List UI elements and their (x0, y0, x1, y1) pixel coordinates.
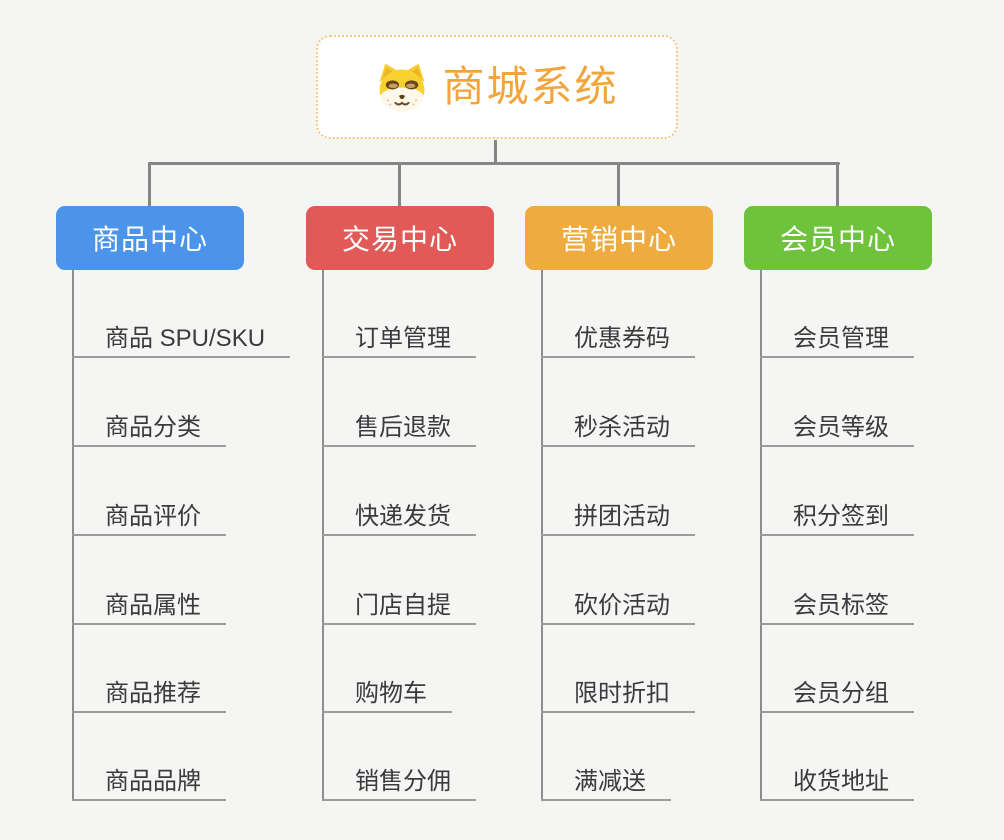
connector-branch-drop (836, 162, 839, 207)
leaf-node[interactable]: 商品属性 (72, 589, 226, 625)
leaf-label: 门店自提 (355, 592, 451, 619)
leaf-label: 商品推荐 (105, 680, 201, 707)
branch-column-trade: 交易中心 订单管理 售后退款 快递发货 门店自提 购物车 销售分佣 (306, 206, 556, 806)
leaf-label: 商品品牌 (105, 768, 201, 795)
connector-branch-drop (617, 162, 620, 207)
leaf-label: 积分签到 (793, 503, 889, 530)
leaf-label: 优惠券码 (574, 325, 670, 352)
leaf-node[interactable]: 商品推荐 (72, 677, 226, 713)
leaf-node[interactable]: 满减送 (541, 765, 671, 801)
leaf-label: 砍价活动 (574, 592, 670, 619)
leaf-label: 会员标签 (793, 592, 889, 619)
dog-icon (379, 63, 425, 112)
leaf-node[interactable]: 积分签到 (760, 500, 914, 536)
leaf-label: 订单管理 (355, 325, 451, 352)
leaf-label: 收货地址 (793, 768, 889, 795)
leaf-label: 会员管理 (793, 325, 889, 352)
leaf-label: 销售分佣 (355, 768, 451, 795)
leaf-node[interactable]: 收货地址 (760, 765, 914, 801)
leaf-node[interactable]: 会员标签 (760, 589, 914, 625)
branch-node[interactable]: 营销中心 (525, 206, 713, 270)
leaf-label: 满减送 (574, 768, 646, 795)
branch-node[interactable]: 交易中心 (306, 206, 494, 270)
connector-branch-drop (398, 162, 401, 207)
leaf-node[interactable]: 商品分类 (72, 411, 226, 447)
branch-node[interactable]: 会员中心 (744, 206, 932, 270)
leaf-node[interactable]: 会员管理 (760, 322, 914, 358)
leaf-node[interactable]: 砍价活动 (541, 589, 695, 625)
leaf-node[interactable]: 商品评价 (72, 500, 226, 536)
leaf-label: 商品分类 (105, 414, 201, 441)
leaf-node[interactable]: 订单管理 (322, 322, 476, 358)
leaf-label: 会员分组 (793, 680, 889, 707)
leaf-label: 商品评价 (105, 503, 201, 530)
leaf-node[interactable]: 会员分组 (760, 677, 914, 713)
connector-horizontal-line (148, 162, 840, 165)
leaf-node[interactable]: 商品品牌 (72, 765, 226, 801)
leaf-node[interactable]: 秒杀活动 (541, 411, 695, 447)
root-node[interactable]: 商城系统 (316, 35, 678, 139)
leaf-label: 限时折扣 (574, 680, 670, 707)
leaf-label: 秒杀活动 (574, 414, 670, 441)
leaf-label: 售后退款 (355, 414, 451, 441)
leaf-node[interactable]: 售后退款 (322, 411, 476, 447)
branch-node[interactable]: 商品中心 (56, 206, 244, 270)
leaf-label: 购物车 (355, 680, 427, 707)
leaf-node[interactable]: 购物车 (322, 677, 452, 713)
leaf-node[interactable]: 会员等级 (760, 411, 914, 447)
leaf-node[interactable]: 拼团活动 (541, 500, 695, 536)
leaf-node[interactable]: 快递发货 (322, 500, 476, 536)
leaf-node[interactable]: 商品 SPU/SKU (72, 322, 291, 358)
connector-root-stub (494, 140, 497, 164)
leaf-node[interactable]: 门店自提 (322, 589, 476, 625)
leaf-node[interactable]: 优惠券码 (541, 322, 695, 358)
leaf-label: 商品属性 (105, 592, 201, 619)
leaf-label: 会员等级 (793, 414, 889, 441)
leaf-node[interactable]: 销售分佣 (322, 765, 476, 801)
branch-column-marketing: 营销中心 优惠券码 秒杀活动 拼团活动 砍价活动 限时折扣 满减送 (525, 206, 775, 806)
leaf-label: 商品 SPU/SKU (105, 325, 266, 352)
root-title: 商城系统 (442, 63, 619, 110)
leaf-label: 快递发货 (355, 503, 451, 530)
branch-column-products: 商品中心 商品 SPU/SKU 商品分类 商品评价 商品属性 商品推荐 商品品牌 (56, 206, 306, 806)
leaf-label: 拼团活动 (574, 503, 670, 530)
connector-branch-drop (148, 162, 151, 207)
leaf-node[interactable]: 限时折扣 (541, 677, 695, 713)
branch-column-members: 会员中心 会员管理 会员等级 积分签到 会员标签 会员分组 收货地址 (744, 206, 994, 806)
